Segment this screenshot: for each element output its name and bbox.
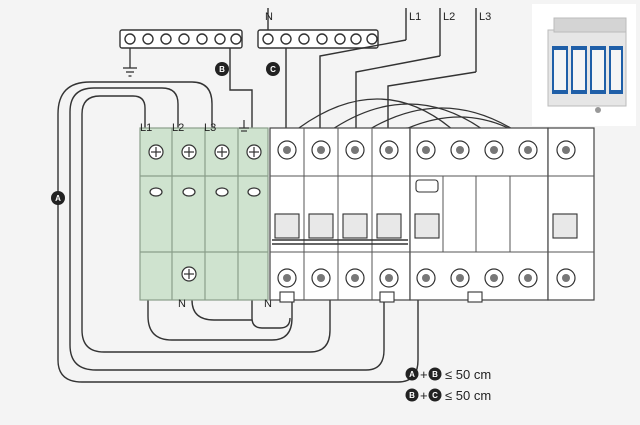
- label-spd-l1: L1: [140, 122, 152, 134]
- svg-text:≤ 50 cm: ≤ 50 cm: [445, 388, 491, 403]
- svg-text:C: C: [270, 65, 276, 74]
- label-spd-n-bottom: N: [178, 298, 186, 310]
- svg-text:+: +: [420, 367, 428, 382]
- earth-ground-icon: [123, 48, 137, 77]
- breaker-dividers: [270, 128, 594, 300]
- surge-protection-device: [139, 127, 269, 301]
- label-l2-top: L2: [443, 11, 455, 23]
- svg-text:A: A: [409, 370, 415, 379]
- svg-text:B: B: [219, 65, 225, 74]
- loop-wires: [57, 81, 419, 383]
- indicator-window-icon: [415, 179, 439, 193]
- spd-ground-icon: [239, 120, 249, 132]
- earth-busbar: [119, 29, 243, 49]
- breaker-top-terminals: [277, 140, 576, 160]
- breaker-bottom-terminals: [277, 268, 576, 288]
- label-l3-top: L3: [479, 11, 491, 23]
- label-n-top: N: [265, 11, 273, 23]
- neutral-busbar: [257, 29, 379, 49]
- legend-line-1: A + B ≤ 50 cm: [405, 367, 491, 382]
- breaker-handle-bar: [272, 239, 408, 245]
- legend-line-2: B + C ≤ 50 cm: [405, 388, 491, 403]
- label-spd-l2: L2: [172, 122, 184, 134]
- breaker-levers: [274, 213, 578, 239]
- label-n-bottom: N: [264, 298, 272, 310]
- svg-text:B: B: [432, 370, 438, 379]
- incoming-lines: [267, 8, 477, 72]
- label-spd-l3: L3: [204, 122, 216, 134]
- din-clips: [279, 291, 483, 303]
- feed-wires: [229, 39, 477, 138]
- svg-text:A: A: [55, 194, 61, 203]
- svg-text:B: B: [409, 391, 415, 400]
- svg-text:+: +: [420, 388, 428, 403]
- product-photo: [532, 4, 636, 126]
- marker-b: B: [215, 62, 229, 76]
- svg-text:C: C: [432, 391, 438, 400]
- label-l1-top: L1: [409, 11, 421, 23]
- marker-a: A: [51, 191, 65, 205]
- marker-c: C: [266, 62, 280, 76]
- svg-text:≤ 50 cm: ≤ 50 cm: [445, 367, 491, 382]
